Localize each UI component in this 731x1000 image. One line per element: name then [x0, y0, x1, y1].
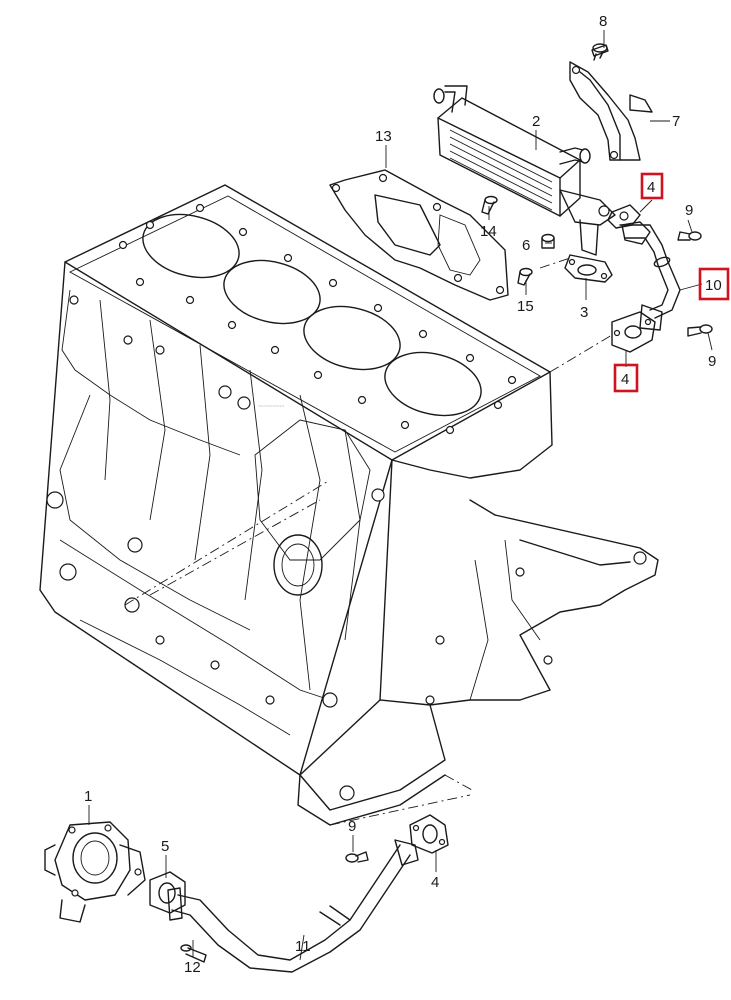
leader-lines: [88, 30, 713, 961]
bracket-7: [569, 61, 653, 161]
gasket-3: [564, 254, 613, 283]
engine-block: ~~~~~~~~~: [39, 184, 659, 826]
gasket-5: [149, 871, 186, 914]
highlight-box-4-top: [640, 172, 664, 200]
callout-4-middle: 4: [621, 371, 629, 388]
bolt-9-top: [677, 231, 702, 241]
egr-cooler: [433, 85, 616, 256]
gasket-4-middle: [611, 311, 656, 353]
axis-line: [539, 257, 571, 269]
callout-3: 3: [580, 304, 588, 321]
callout-15: 15: [517, 298, 534, 315]
callout-13: 13: [375, 128, 392, 145]
bolt-9-middle: [687, 324, 713, 337]
bracket-13: [329, 169, 509, 301]
gasket-4-lower: [409, 814, 449, 854]
bolt-14: [481, 195, 498, 215]
bolt-9-bottom: [345, 851, 369, 863]
axis-line: [329, 794, 471, 826]
callout-4-top: 4: [647, 179, 655, 196]
bolt-8: [591, 43, 609, 61]
callout-10: 10: [705, 277, 722, 294]
callout-7: 7: [672, 113, 680, 130]
callout-8: 8: [599, 13, 607, 30]
callout-4-bottom: 4: [431, 874, 439, 891]
callout-14: 14: [480, 223, 497, 240]
egr-valve-1: [44, 821, 146, 923]
axis-line: [549, 334, 613, 373]
callout-2: 2: [532, 113, 540, 130]
callout-9-top: 9: [685, 202, 693, 219]
callout-12: 12: [184, 959, 201, 976]
axis-line: [444, 774, 473, 791]
highlight-box-10: [698, 267, 730, 301]
watermark-text: ~~~~~~~~~: [258, 404, 284, 410]
bolt-15: [517, 267, 533, 286]
egr-pipe-11: [167, 839, 419, 973]
highlight-box-4-middle: [613, 363, 639, 393]
egr-pipe-10: [619, 221, 681, 331]
callout-9-middle: 9: [708, 353, 716, 370]
gasket-4-upper: [607, 204, 641, 229]
callout-9-bottom: 9: [348, 818, 356, 835]
bolt-6: [541, 233, 555, 249]
bolt-12: [180, 944, 207, 963]
callout-1: 1: [84, 788, 92, 805]
callout-6: 6: [522, 237, 530, 254]
callout-5: 5: [161, 838, 169, 855]
callout-11: 11: [295, 938, 311, 955]
